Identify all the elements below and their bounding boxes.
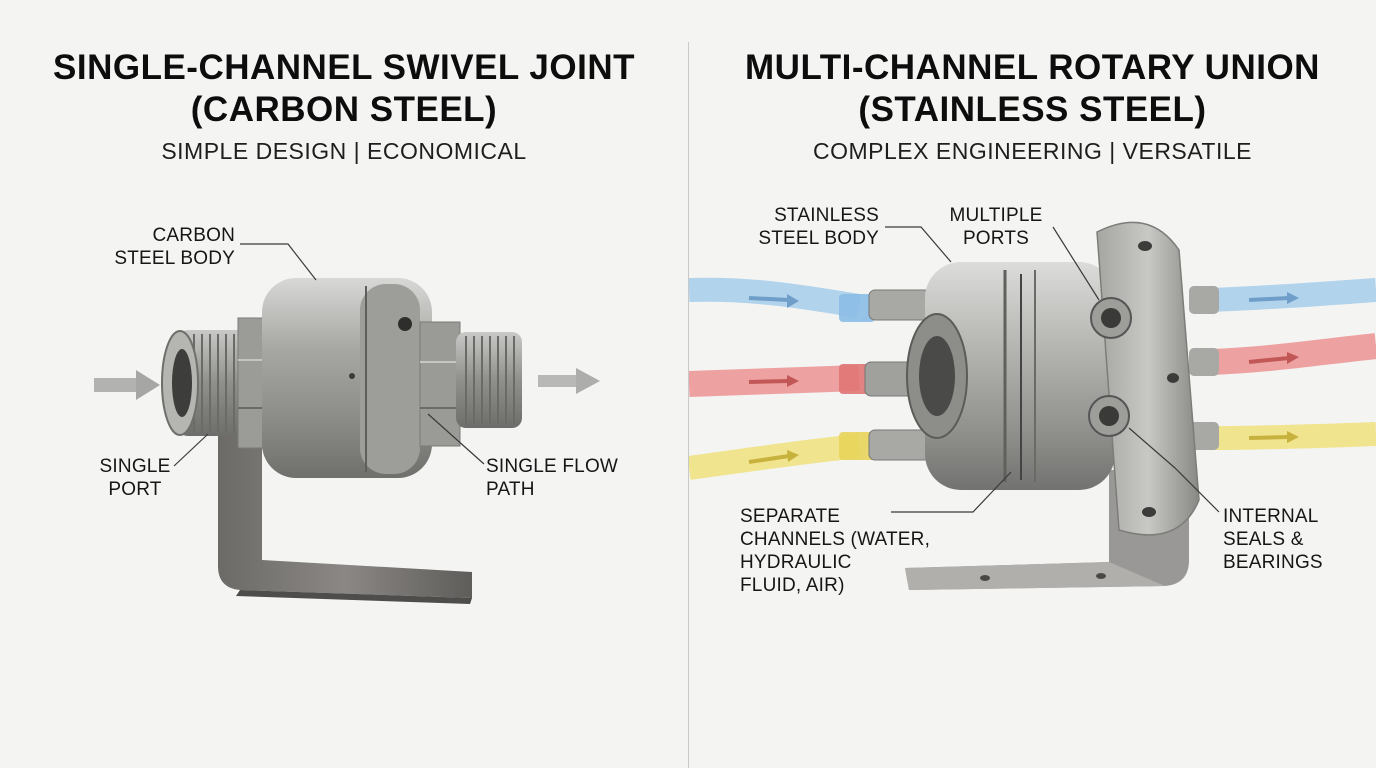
leader-stainless-body (885, 226, 952, 263)
left-subtitle: SIMPLE DESIGN | ECONOMICAL (161, 138, 527, 164)
stainless-steel-body (906, 262, 1115, 490)
callout-body-line2: STEEL BODY (114, 248, 235, 269)
carbon-steel-body (262, 278, 432, 478)
panel-divider (688, 42, 689, 768)
left-threaded-fitting (161, 317, 273, 449)
callout-ports-line1: MULTIPLE (949, 205, 1043, 226)
air-hose-left (689, 432, 875, 480)
water-hose-left (689, 277, 875, 322)
multi-channel-panel: MULTI-CHANNEL ROTARY UNION (STAINLESS ST… (689, 0, 1376, 768)
callout-flow-line1: SINGLE FLOW (486, 456, 619, 477)
callout-channels-line3: HYDRAULIC (740, 552, 852, 573)
flow-arrow-out (538, 368, 600, 394)
callout-single-flow-path: SINGLE FLOW PATH (486, 455, 646, 501)
leader-internal-seals (1128, 427, 1220, 513)
callout-separate-channels: SEPARATE CHANNELS (WATER, HYDRAULIC FLUI… (740, 505, 940, 597)
callout-body-line1: CARBON (152, 225, 235, 246)
callout-single-port: SINGLE PORT (80, 455, 190, 501)
single-channel-panel: SINGLE-CHANNEL SWIVEL JOINT (CARBON STEE… (53, 48, 646, 604)
callout-internal-seals-bearings: INTERNAL SEALS & BEARINGS (1223, 505, 1363, 574)
flow-arrow-in (94, 370, 160, 400)
left-title-line2: (CARBON STEEL) (190, 90, 498, 129)
leader-multiple-ports (1052, 226, 1100, 301)
leader-port (173, 433, 209, 467)
callout-channels-line1: SEPARATE (740, 506, 841, 527)
right-subtitle: COMPLEX ENGINEERING | VERSATILE (813, 138, 1252, 164)
callout-ports-line2: PORTS (962, 228, 1030, 249)
callout-port-line2: PORT (108, 479, 162, 500)
callout-stainless-line2: STEEL BODY (758, 228, 879, 249)
callout-multiple-ports: MULTIPLE PORTS (941, 204, 1051, 250)
right-title-line1: MULTI-CHANNEL ROTARY UNION (745, 48, 1320, 87)
callout-seals-line1: INTERNAL (1223, 506, 1319, 527)
rotary-union-illustration (689, 221, 1376, 590)
callout-channels-line4: FLUID, AIR) (740, 575, 845, 596)
callout-stainless-steel-body: STAINLESS STEEL BODY (729, 204, 879, 250)
hydraulic-hose-left (689, 364, 875, 397)
hydraulic-hose-right (1208, 333, 1376, 375)
leader-separate-channels (891, 471, 1012, 513)
callout-channels-line2: CHANNELS (WATER, (740, 529, 931, 550)
left-title-line1: SINGLE-CHANNEL SWIVEL JOINT (53, 48, 635, 87)
callout-flow-line2: PATH (486, 479, 535, 500)
leader-flow (427, 413, 485, 465)
right-title-line2: (STAINLESS STEEL) (858, 90, 1207, 129)
air-hose-right (1208, 422, 1376, 450)
right-leader-lines (885, 226, 1220, 513)
callout-seals-line3: BEARINGS (1223, 552, 1323, 573)
callout-seals-line2: SEALS & (1223, 529, 1304, 550)
callout-stainless-line1: STAINLESS (774, 205, 879, 226)
left-leader-lines (173, 243, 485, 467)
callout-carbon-steel-body: CARBON STEEL BODY (96, 224, 235, 270)
right-threaded-fitting (419, 321, 522, 447)
single-swivel-joint-illustration (94, 243, 600, 604)
leader-body (240, 243, 317, 281)
callout-port-line1: SINGLE (99, 456, 171, 477)
mounting-flange (1088, 221, 1200, 536)
water-hose-right (1208, 278, 1376, 312)
